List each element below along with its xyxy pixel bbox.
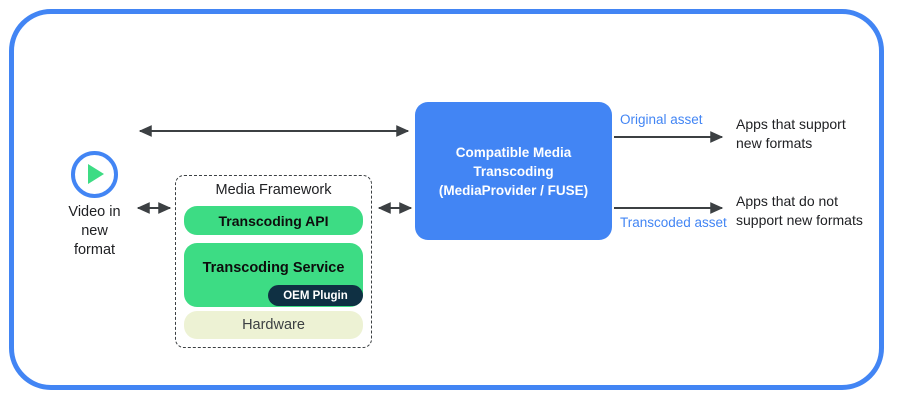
oem-plugin-badge: OEM Plugin: [268, 285, 363, 306]
play-circle-icon: [71, 151, 118, 198]
play-icon-triangle: [88, 164, 104, 184]
play-icon-ring: [71, 151, 118, 198]
diagram-frame: [9, 9, 884, 390]
original-asset-label: Original asset: [620, 112, 703, 127]
media-framework-group: [175, 175, 372, 348]
media-framework-title: Media Framework: [215, 182, 332, 198]
video-source-label: Video in new format: [68, 204, 121, 258]
apps-not-supporting-new-formats-label: Apps that do not support new formats: [736, 193, 863, 228]
transcoded-asset-label: Transcoded asset: [620, 215, 727, 230]
apps-supporting-new-formats-label: Apps that support new formats: [736, 116, 846, 151]
hardware-box: Hardware: [184, 311, 363, 339]
compatible-media-transcoding-box: Compatible Media Transcoding (MediaProvi…: [415, 102, 612, 240]
transcoding-api-box: Transcoding API: [184, 206, 363, 235]
